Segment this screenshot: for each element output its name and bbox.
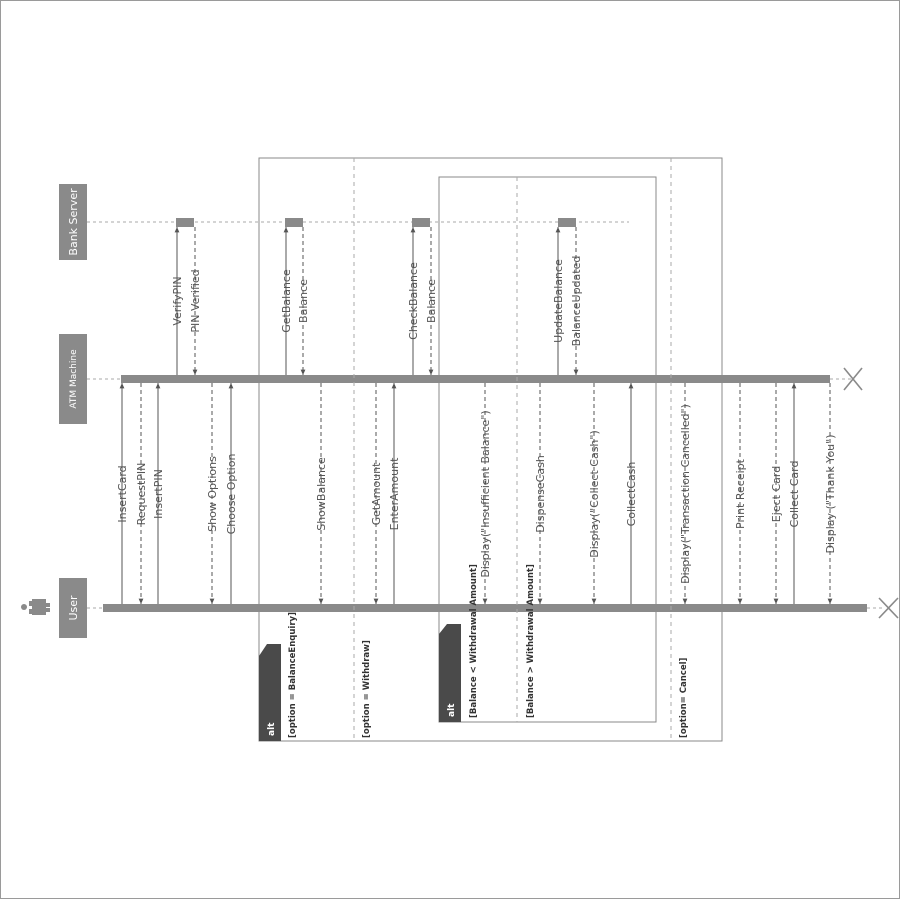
svg-text:Display("Insufficient Balance": Display("Insufficient Balance")	[479, 410, 492, 577]
msg-enter-amount: EnterAmount	[388, 383, 401, 604]
svg-text:Display ("Thank You"): Display ("Thank You")	[824, 435, 837, 554]
guard-insufficient: [Balance < Withdrawal Amount]	[469, 564, 479, 718]
svg-text:CheckBalance: CheckBalance	[407, 262, 420, 340]
svg-text:alt: alt	[447, 703, 457, 717]
participant-bank: Bank Server	[59, 184, 87, 260]
svg-text:GetAmount: GetAmount	[370, 462, 383, 526]
msg-display-thanks: Display ("Thank You")	[824, 383, 837, 604]
user-activation-bar	[103, 604, 867, 612]
svg-text:Choose Option: Choose Option	[225, 454, 238, 535]
svg-text:Bank Server: Bank Server	[67, 188, 80, 256]
bank-activation-4	[558, 218, 576, 227]
svg-text:alt: alt	[267, 722, 277, 736]
guard-balance-enquiry: [option = BalanceEnquiry]	[288, 612, 298, 738]
msg-verify-pin: VerifyPIN	[171, 227, 184, 375]
svg-text:ATM Machine: ATM Machine	[69, 349, 79, 409]
participant-user: User	[59, 578, 87, 638]
alt-fragment-inner: alt [Balance < Withdrawal Amount] [Balan…	[438, 176, 657, 723]
svg-text:UpdateBalance: UpdateBalance	[552, 259, 565, 343]
atm-activation-bar	[121, 375, 830, 383]
bank-activation-3	[412, 218, 430, 227]
svg-text:ShowBalance: ShowBalance	[315, 457, 328, 531]
msg-dispense-cash: DispenseCash	[534, 383, 547, 604]
svg-text:RequestPIN: RequestPIN	[135, 463, 148, 526]
msg-balance-updated: BalanceUpdated	[570, 227, 583, 375]
svg-text:Display("Transaction Cancelled: Display("Transaction Cancelled")	[679, 404, 692, 584]
msg-choose-option: Choose Option	[225, 383, 238, 604]
msg-update-balance: UpdateBalance	[552, 227, 565, 375]
msg-insert-card: InsertCard	[116, 383, 129, 604]
svg-text:InsertPIN: InsertPIN	[152, 469, 165, 519]
msg-display-insufficient: Display("Insufficient Balance")	[479, 383, 492, 604]
svg-text:Balance: Balance	[297, 279, 310, 323]
svg-text:BalanceUpdated: BalanceUpdated	[570, 256, 583, 347]
svg-text:VerifyPIN: VerifyPIN	[171, 276, 184, 325]
msg-insert-pin: InsertPIN	[152, 383, 165, 604]
msg-eject-card: Eject Card	[770, 383, 783, 604]
participant-atm: ATM Machine	[59, 334, 87, 424]
msg-check-balance: CheckBalance	[407, 227, 420, 375]
msg-collect-card: Collect Card	[788, 383, 801, 604]
bank-activation-1	[176, 218, 194, 227]
msg-get-amount: GetAmount	[370, 383, 383, 604]
svg-text:Show Options: Show Options	[206, 456, 219, 532]
svg-text:Print Receipt: Print Receipt	[734, 458, 747, 529]
svg-text:PIN Verified: PIN Verified	[189, 269, 202, 332]
svg-text:Balance: Balance	[425, 279, 438, 323]
svg-text:Eject Card: Eject Card	[770, 466, 783, 522]
bank-activation-2	[285, 218, 303, 227]
svg-text:User: User	[67, 595, 80, 621]
svg-text:InsertCard: InsertCard	[116, 465, 129, 522]
msg-display-collect: Display("Collect Cash")	[588, 383, 601, 604]
guard-withdraw: [option = Withdraw]	[362, 640, 372, 738]
svg-text:CollectCash: CollectCash	[625, 462, 638, 527]
user-actor-icon	[21, 599, 50, 615]
msg-show-options: Show Options	[206, 383, 219, 604]
svg-text:GetBalance: GetBalance	[280, 269, 293, 333]
msg-balance-2: Balance	[425, 227, 438, 375]
alt-fragment-outer: alt [option = BalanceEnquiry] [option = …	[258, 157, 723, 742]
svg-text:Display("Collect Cash"): Display("Collect Cash")	[588, 430, 601, 558]
svg-text:DispenseCash: DispenseCash	[534, 455, 547, 533]
atm-destroy-icon	[843, 367, 863, 391]
msg-request-pin: RequestPIN	[135, 383, 148, 604]
guard-cancel: [option= Cancel]	[679, 658, 689, 739]
msg-show-balance: ShowBalance	[315, 383, 328, 604]
msg-balance-1: Balance	[297, 227, 310, 375]
msg-print-receipt: Print Receipt	[734, 383, 747, 604]
msg-get-balance: GetBalance	[280, 227, 293, 375]
svg-text:EnterAmount: EnterAmount	[388, 457, 401, 530]
guard-sufficient: [Balance > Withdrawal Amount]	[526, 564, 536, 718]
msg-pin-verified: PIN Verified	[189, 227, 202, 375]
svg-text:Collect Card: Collect Card	[788, 461, 801, 528]
msg-display-cancelled: Display("Transaction Cancelled")	[679, 383, 692, 604]
msg-collect-cash: CollectCash	[625, 383, 638, 604]
user-destroy-icon	[878, 597, 899, 619]
